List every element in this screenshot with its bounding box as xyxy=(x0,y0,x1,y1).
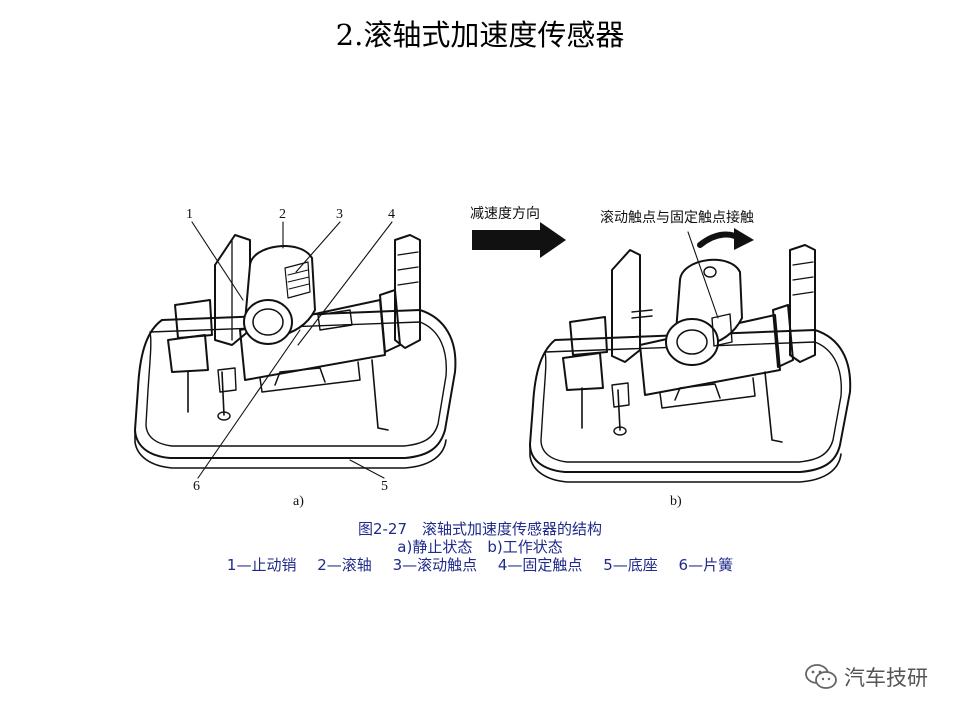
callout-1: 1 xyxy=(186,207,193,222)
part-2: 2—滚轴 xyxy=(317,556,372,574)
part-3: 3—滚动触点 xyxy=(392,556,478,574)
callout-4: 4 xyxy=(388,207,395,222)
parts-legend: 1—止动销 2—滚轴 3—滚动触点 4—固定触点 5—底座 6—片簧 xyxy=(0,557,960,574)
base-a xyxy=(134,309,457,459)
page-title: 2.滚轴式加速度传感器 xyxy=(335,18,625,52)
callout-5: 5 xyxy=(381,479,388,494)
figure-caption: 图2-27 滚轴式加速度传感器的结构 xyxy=(357,520,603,538)
decel-direction-label: 减速度方向 xyxy=(470,206,540,222)
part-6: 6—片簧 xyxy=(678,556,734,574)
panel-b-illustration xyxy=(472,222,852,483)
watermark-text: 汽车技研 xyxy=(844,666,928,690)
panel-b-label: b) xyxy=(670,494,682,509)
wechat-icon xyxy=(805,664,837,689)
contact-label: 滚动触点与固定触点接触 xyxy=(600,209,754,226)
decel-arrow xyxy=(472,222,566,258)
part-4: 4—固定触点 xyxy=(497,556,583,574)
panel-a-label: a) xyxy=(293,494,304,509)
callout-2: 2 xyxy=(279,207,286,222)
panel-a-illustration xyxy=(134,221,457,479)
callout-6: 6 xyxy=(193,479,200,494)
watermark: 汽车技研 xyxy=(804,662,928,692)
part-5: 5—底座 xyxy=(603,556,658,574)
part-1: 1—止动销 xyxy=(226,556,297,574)
figure-subcaption: a)静止状态 b)工作状态 xyxy=(397,538,563,556)
callout-3: 3 xyxy=(336,207,343,222)
